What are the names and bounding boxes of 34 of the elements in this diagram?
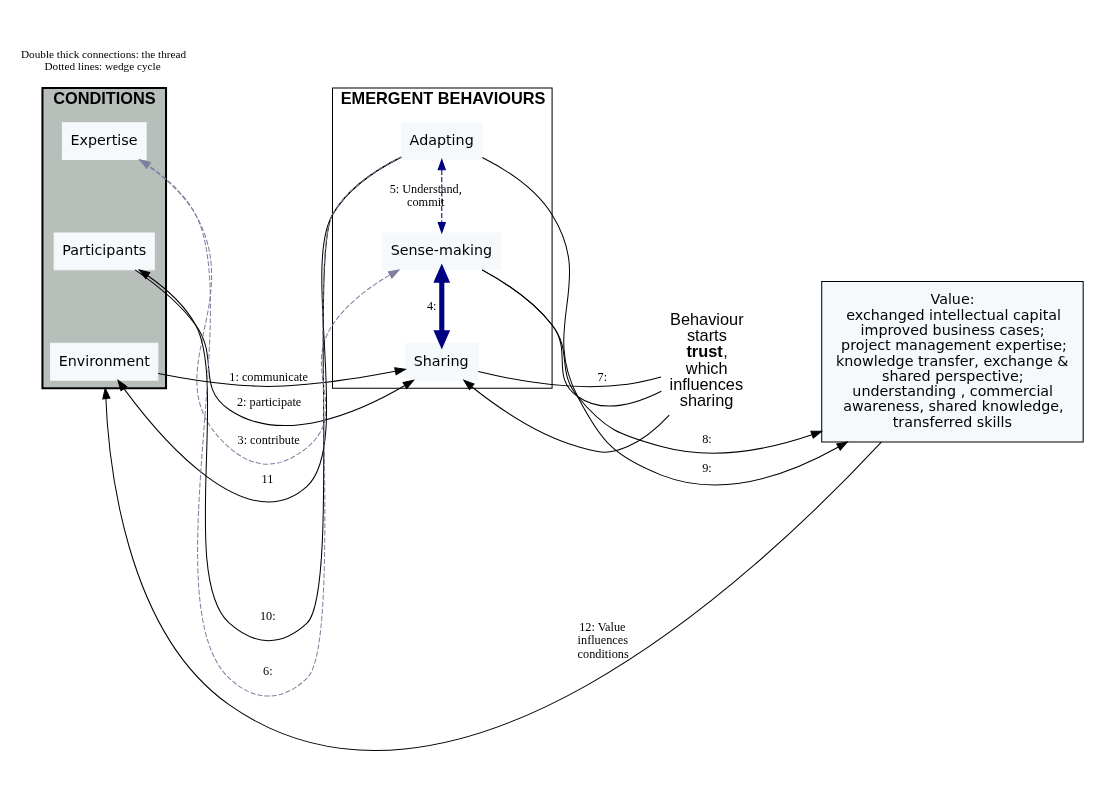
node-box: Participants <box>53 232 155 271</box>
edge-label: 2: participate <box>237 395 302 410</box>
edge-label: 7: <box>597 369 608 384</box>
label: Double thick connections: the thread <box>21 48 187 61</box>
arrow <box>157 367 407 387</box>
arrow <box>481 156 849 486</box>
arrow <box>437 158 447 235</box>
label: Dotted lines: wedge cycle <box>44 60 161 73</box>
arrow <box>462 379 670 453</box>
arrow <box>102 386 882 750</box>
arrow <box>117 156 402 502</box>
edge-label: 11 <box>261 471 274 486</box>
connector <box>481 269 662 407</box>
edge-label: 9: <box>702 460 712 475</box>
arrow <box>433 263 451 350</box>
node-box: Sharing <box>405 342 479 381</box>
node-box: Value: exchanged intellectual capital improved business cases; project management expertise; knowledge transfer, exchange & shared perspective; understanding , commercial awareness, shared knowledge, transferred skills <box>821 281 1084 443</box>
edge-label: 6: <box>263 663 273 678</box>
edge-label: 3: contribute <box>237 433 300 448</box>
node-box: Adapting <box>400 122 483 161</box>
edge-label: 10: <box>259 608 276 623</box>
connector <box>477 371 662 388</box>
edge-label: 1: communicate <box>229 369 308 384</box>
arrow <box>134 269 415 426</box>
edge-label: 12: Value influences conditions <box>577 619 629 661</box>
arrow <box>138 159 401 465</box>
node-box: Expertise <box>61 122 147 161</box>
node-box: Sense-making <box>382 232 502 271</box>
edge-label: 4: <box>426 298 437 313</box>
arrow <box>481 269 824 454</box>
edge-label: 8: <box>702 432 712 447</box>
node-text: Behaviour starts trust, which influences sharing <box>669 309 744 410</box>
edge-label: 5: Understand, commit <box>389 181 462 210</box>
node-box: Environment <box>50 342 159 381</box>
